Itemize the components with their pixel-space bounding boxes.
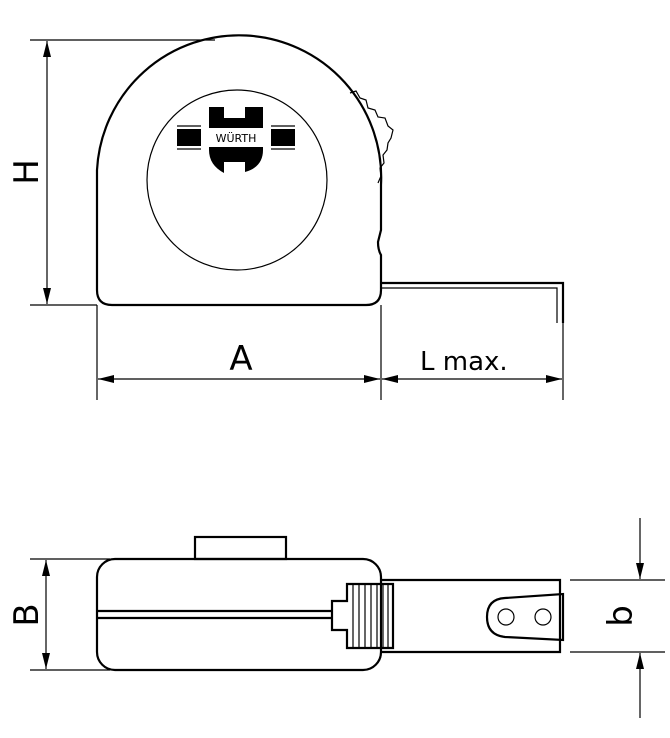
dimension-a: A (96, 305, 564, 400)
svg-text:WÜRTH: WÜRTH (216, 132, 257, 145)
dimension-l-max: L max. (382, 347, 562, 383)
housing-outline (95, 34, 383, 307)
top-button (193, 535, 288, 561)
front-view: WÜRTH (95, 34, 565, 323)
lock-knurl (349, 90, 394, 184)
svg-text:b: b (601, 605, 641, 627)
svg-text:A: A (229, 339, 252, 379)
tape-end (381, 281, 565, 323)
svg-text:L max.: L max. (420, 347, 508, 377)
svg-text:B: B (7, 603, 47, 626)
dimension-b-tape: b (570, 518, 665, 718)
slider (330, 582, 395, 650)
tape-strip (381, 578, 562, 654)
top-view (95, 535, 565, 672)
svg-text:H: H (7, 159, 47, 185)
dimension-h: H (7, 39, 215, 306)
dimension-b-depth: B (7, 558, 110, 671)
label-disc (146, 89, 328, 271)
wurth-logo: WÜRTH (177, 107, 295, 173)
housing-top (95, 557, 383, 672)
end-hook (485, 592, 565, 642)
